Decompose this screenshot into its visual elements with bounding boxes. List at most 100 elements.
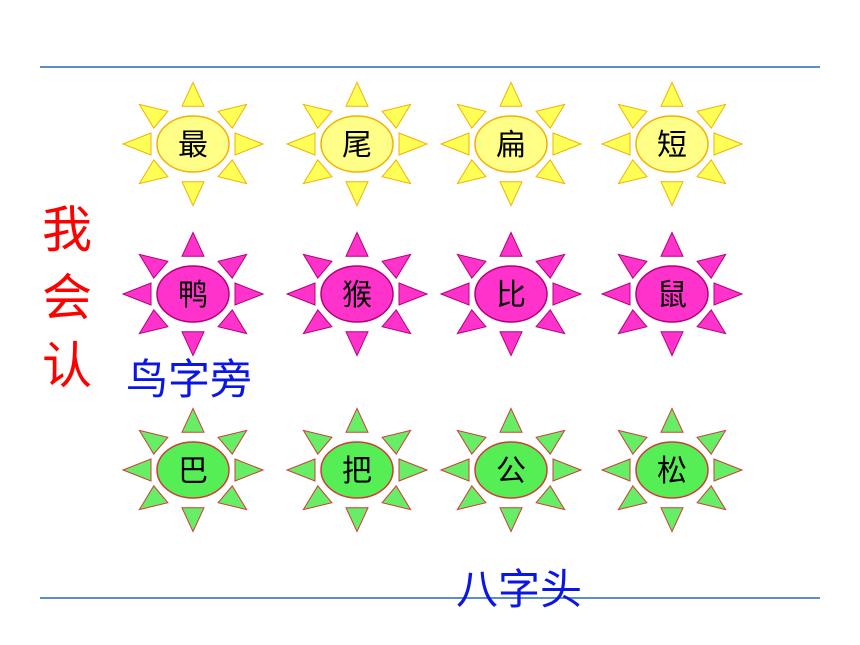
sun-ray bbox=[660, 181, 684, 207]
sun-ray bbox=[499, 407, 523, 433]
sun-ray bbox=[217, 253, 248, 279]
sun-ray bbox=[381, 103, 412, 129]
sun-ray bbox=[234, 282, 265, 306]
sun-ray bbox=[696, 309, 727, 335]
sun-ray bbox=[535, 103, 566, 129]
sun-ray bbox=[217, 485, 248, 511]
sun-ray bbox=[456, 159, 487, 185]
sun-character: 巴 bbox=[178, 454, 208, 489]
sun-ray bbox=[600, 458, 631, 482]
sun-ray bbox=[121, 282, 152, 306]
sun-card: 尾 bbox=[285, 81, 429, 207]
sun-character: 尾 bbox=[342, 128, 372, 163]
sun-ray bbox=[439, 282, 470, 306]
sun-ray bbox=[535, 159, 566, 185]
sun-ray bbox=[552, 132, 583, 156]
sun-card: 扁 bbox=[439, 81, 583, 207]
sun-ray bbox=[381, 159, 412, 185]
bird-radical-label: 鸟字旁 bbox=[126, 355, 253, 404]
sun-ray bbox=[499, 331, 523, 357]
sun-ray bbox=[456, 429, 487, 455]
sun-ray bbox=[660, 507, 684, 533]
sun-ray bbox=[302, 159, 333, 185]
sun-ray bbox=[381, 309, 412, 335]
sun-body bbox=[156, 265, 230, 323]
sun-ray bbox=[535, 253, 566, 279]
sun-body bbox=[635, 441, 709, 499]
sun-ray bbox=[285, 458, 316, 482]
sun-ray bbox=[696, 103, 727, 129]
sun-ray bbox=[499, 81, 523, 107]
sun-ray bbox=[217, 309, 248, 335]
sun-ray bbox=[696, 159, 727, 185]
sun-ray bbox=[345, 81, 369, 107]
sun-ray bbox=[181, 407, 205, 433]
sun-ray bbox=[713, 282, 744, 306]
sun-ray bbox=[499, 181, 523, 207]
sun-ray bbox=[617, 253, 648, 279]
sun-ray bbox=[535, 485, 566, 511]
sun-body bbox=[635, 115, 709, 173]
sun-character: 猴 bbox=[342, 278, 372, 313]
sun-card: 公 bbox=[439, 407, 583, 533]
sun-ray bbox=[456, 103, 487, 129]
sun-ray bbox=[499, 507, 523, 533]
sun-ray bbox=[381, 253, 412, 279]
sun-ray bbox=[217, 429, 248, 455]
sun-ray bbox=[499, 231, 523, 257]
sun-card: 鸭 bbox=[121, 231, 265, 357]
sun-card: 松 bbox=[600, 407, 744, 533]
side-title-char-2: 会 bbox=[42, 269, 92, 327]
sun-ray bbox=[302, 103, 333, 129]
sun-ray bbox=[617, 103, 648, 129]
sun-ray bbox=[345, 407, 369, 433]
sun-ray bbox=[345, 231, 369, 257]
side-title: 我 会 认 bbox=[32, 196, 102, 400]
sun-ray bbox=[696, 253, 727, 279]
sun-ray bbox=[181, 181, 205, 207]
sun-character: 松 bbox=[657, 454, 687, 489]
sun-ray bbox=[181, 81, 205, 107]
sun-character: 把 bbox=[342, 454, 372, 489]
sun-ray bbox=[398, 458, 429, 482]
sun-ray bbox=[660, 231, 684, 257]
sun-ray bbox=[696, 485, 727, 511]
sun-ray bbox=[617, 159, 648, 185]
top-divider-line bbox=[40, 66, 820, 68]
sun-ray bbox=[439, 458, 470, 482]
sun-ray bbox=[345, 507, 369, 533]
sun-ray bbox=[217, 159, 248, 185]
sun-ray bbox=[617, 309, 648, 335]
sun-ray bbox=[552, 282, 583, 306]
sun-ray bbox=[234, 458, 265, 482]
sun-card: 短 bbox=[600, 81, 744, 207]
sun-character: 最 bbox=[178, 128, 208, 163]
sun-ray bbox=[181, 331, 205, 357]
sun-body bbox=[320, 115, 394, 173]
sun-body bbox=[474, 115, 548, 173]
sun-body bbox=[156, 441, 230, 499]
sun-ray bbox=[234, 132, 265, 156]
sun-ray bbox=[302, 485, 333, 511]
sun-card: 猴 bbox=[285, 231, 429, 357]
sun-ray bbox=[181, 231, 205, 257]
eight-top-label: 八字头 bbox=[456, 565, 583, 614]
sun-body bbox=[320, 441, 394, 499]
sun-ray bbox=[345, 331, 369, 357]
sun-body bbox=[156, 115, 230, 173]
sun-ray bbox=[381, 485, 412, 511]
sun-ray bbox=[713, 458, 744, 482]
sun-ray bbox=[456, 485, 487, 511]
sun-character: 公 bbox=[496, 454, 526, 489]
sun-character: 比 bbox=[496, 278, 526, 313]
sun-ray bbox=[138, 429, 169, 455]
sun-ray bbox=[138, 103, 169, 129]
sun-ray bbox=[600, 282, 631, 306]
sun-ray bbox=[552, 458, 583, 482]
sun-body bbox=[474, 265, 548, 323]
sun-ray bbox=[535, 309, 566, 335]
sun-character: 鼠 bbox=[657, 278, 687, 313]
sun-ray bbox=[660, 331, 684, 357]
sun-ray bbox=[138, 485, 169, 511]
sun-card: 比 bbox=[439, 231, 583, 357]
